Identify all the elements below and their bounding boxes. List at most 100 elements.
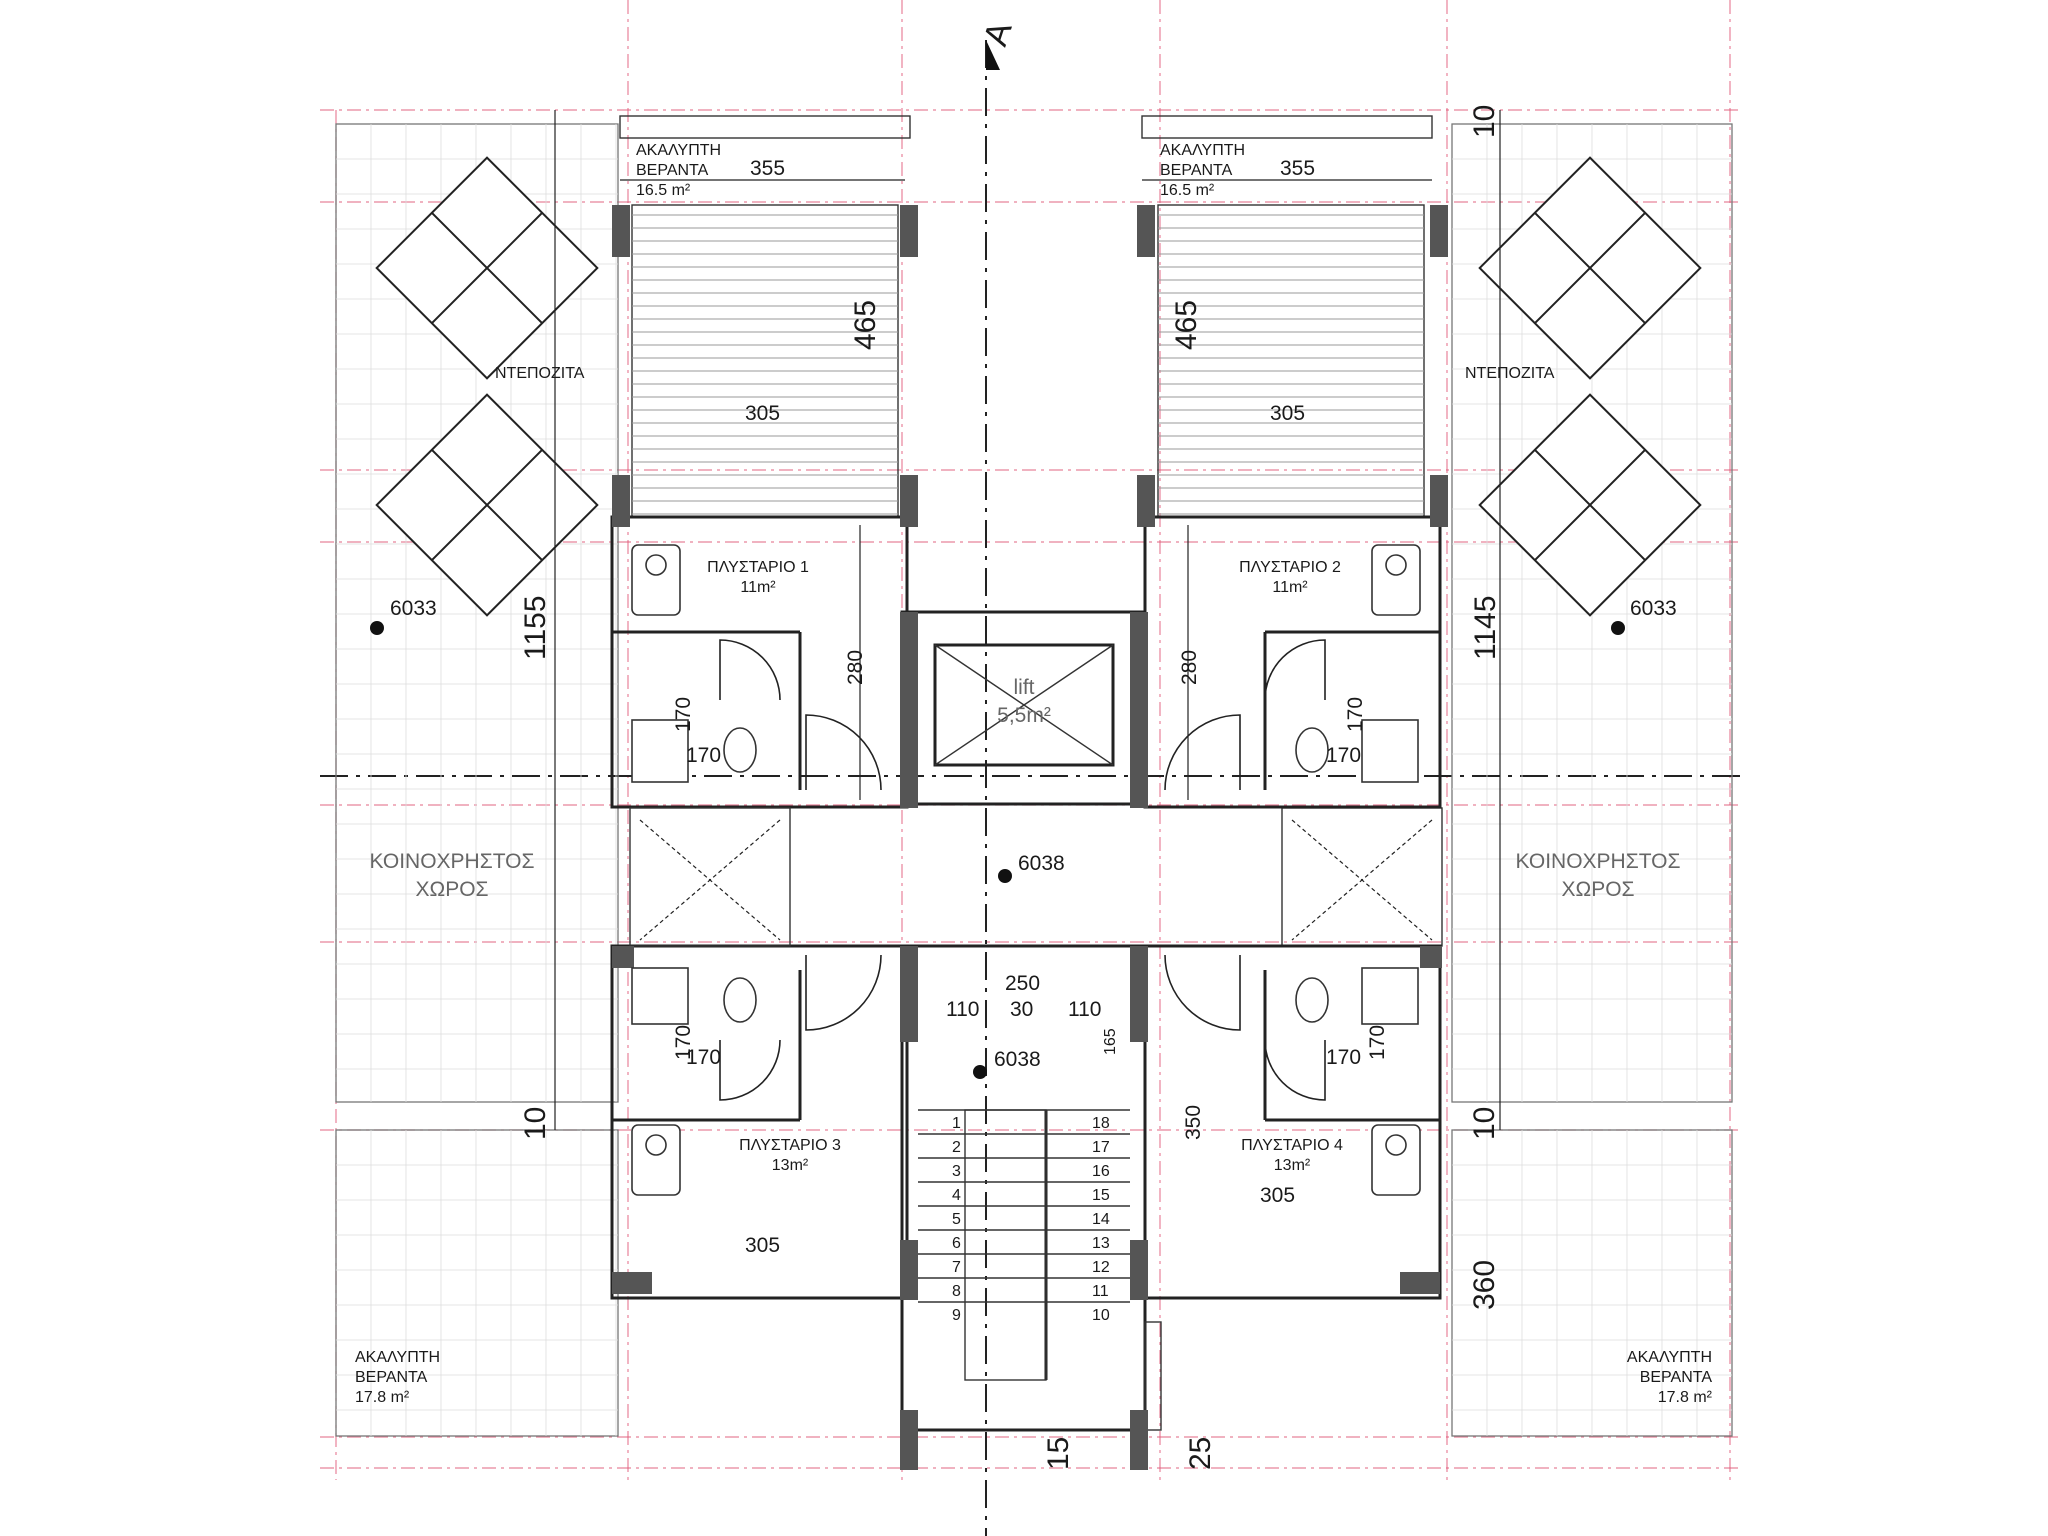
dim-pergola-left: 305 — [745, 402, 780, 425]
studio4-name: ΠΛΥΣΤΑΡΙΟ 4 — [1241, 1137, 1343, 1154]
dimension-texts: 355 355 465 465 305 305 1155 1145 280 28… — [519, 105, 1502, 1470]
dim-top-edge-right: 10 — [1468, 105, 1501, 138]
dim-stair-depth: 165 — [1102, 1028, 1119, 1055]
dim-pergola-right: 305 — [1270, 402, 1305, 425]
veranda-bottom-left-line2: ΒΕΡΑΝΤΑ — [355, 1369, 428, 1386]
studio1-name: ΠΛΥΣΤΑΡΙΟ 1 — [707, 559, 809, 576]
lounger-group-left — [375, 156, 599, 617]
stair-step-number: 13 — [1092, 1235, 1110, 1252]
doors — [639, 639, 1433, 1101]
level-icon-center-lower — [973, 1065, 987, 1079]
dim-studio4-width: 305 — [1260, 1184, 1295, 1207]
veranda-top-right-line1: ΑΚΑΛΥΠΤΗ — [1160, 142, 1245, 159]
studio3-name: ΠΛΥΣΤΑΡΙΟ 3 — [739, 1137, 841, 1154]
level-center-upper: 6038 — [1018, 852, 1065, 875]
level-left: 6033 — [390, 597, 437, 620]
veranda-top-left-line1: ΑΚΑΛΥΠΤΗ — [636, 142, 721, 159]
dim-left-mid: 10 — [519, 1107, 552, 1140]
veranda-top-right-area: 16.5 m² — [1160, 182, 1215, 199]
dim-bath2-w: 170 — [1326, 744, 1361, 767]
lounger-group-right — [1478, 156, 1702, 617]
level-icon-left — [370, 621, 384, 635]
lift-name: lift — [1014, 676, 1035, 699]
studio4-area: 13m² — [1274, 1157, 1311, 1174]
common-left-line1: ΚΟΙΝΟΧΡΗΣΤΟΣ — [370, 850, 535, 873]
dim-corridor-left: 280 — [844, 650, 867, 685]
studio2-area: 11m² — [1272, 579, 1308, 596]
pergola-hatch-right — [1158, 214, 1424, 515]
level-center-lower: 6038 — [994, 1048, 1041, 1071]
dim-bath4-h: 170 — [1366, 1025, 1389, 1060]
terrace-tiles — [336, 124, 1732, 1436]
veranda-bottom-right-line2: ΒΕΡΑΝΤΑ — [1640, 1369, 1713, 1386]
veranda-top-left-line2: ΒΕΡΑΝΤΑ — [636, 162, 709, 179]
level-icon-center-upper — [998, 869, 1012, 883]
dimension-lines — [554, 110, 1501, 1130]
common-left-line2: ΧΩΡΟΣ — [415, 878, 488, 901]
pool-label-right: ΝΤΕΠΟΖΙΤΑ — [1465, 365, 1555, 382]
stair-step-number: 5 — [952, 1211, 961, 1228]
veranda-bottom-left-line1: ΑΚΑΛΥΠΤΗ — [355, 1349, 440, 1366]
stair-step-number: 16 — [1092, 1163, 1110, 1180]
dim-bath3-w: 170 — [686, 1046, 721, 1069]
dim-stair-run-left: 110 — [946, 998, 979, 1021]
dim-stair-run-right: 110 — [1068, 998, 1101, 1021]
fixtures — [631, 544, 1421, 1196]
stair-step-number: 2 — [952, 1139, 961, 1156]
stair-step-number: 8 — [952, 1283, 961, 1300]
level-right: 6033 — [1630, 597, 1677, 620]
dim-total-right: 1145 — [1469, 595, 1502, 660]
columns — [612, 205, 1448, 1470]
dim-studio3-width: 305 — [745, 1234, 780, 1257]
dim-bottom-15: 15 — [1042, 1437, 1075, 1470]
pergola-hatch-left — [632, 214, 898, 515]
dim-veranda-width-left: 355 — [750, 157, 785, 180]
stair-step-number: 17 — [1092, 1139, 1110, 1156]
pool-label-left: ΝΤΕΠΟΖΙΤΑ — [495, 365, 585, 382]
dim-stair-gap: 30 — [1010, 998, 1033, 1021]
stair-step-number: 15 — [1092, 1187, 1110, 1204]
dim-bottom-25: 25 — [1184, 1437, 1217, 1470]
common-right-line2: ΧΩΡΟΣ — [1561, 878, 1634, 901]
dim-bath1-h: 170 — [672, 697, 695, 732]
building-walls — [610, 515, 1443, 1432]
veranda-top-right-line2: ΒΕΡΑΝΤΑ — [1160, 162, 1233, 179]
dim-veranda-depth-left: 465 — [849, 300, 882, 350]
stair-step-number: 11 — [1092, 1283, 1109, 1300]
dim-studio4-depth: 350 — [1182, 1105, 1205, 1140]
stair-step-number: 12 — [1092, 1259, 1110, 1276]
level-icon-right — [1611, 621, 1625, 635]
veranda-bottom-left-area: 17.8 m² — [355, 1389, 410, 1406]
lift-area: 5,5m² — [997, 704, 1051, 727]
stair-step-number: 6 — [952, 1235, 961, 1252]
dim-bath1-w: 170 — [686, 744, 721, 767]
stair-step-number: 18 — [1092, 1115, 1110, 1132]
dim-bath4-w: 170 — [1326, 1046, 1361, 1069]
stair-step-number: 14 — [1092, 1211, 1110, 1228]
studio3-area: 13m² — [772, 1157, 809, 1174]
dim-stair-total: 250 — [1005, 972, 1040, 995]
dim-right-bottom: 360 — [1468, 1260, 1501, 1310]
dim-veranda-width-right: 355 — [1280, 157, 1315, 180]
common-right-line1: ΚΟΙΝΟΧΡΗΣΤΟΣ — [1516, 850, 1681, 873]
dim-bath2-h: 170 — [1344, 697, 1367, 732]
dim-veranda-depth-right: 465 — [1170, 300, 1203, 350]
dim-right-mid: 10 — [1468, 1107, 1501, 1140]
room-labels: ΑΚΑΛΥΠΤΗ ΒΕΡΑΝΤΑ 16.5 m² ΑΚΑΛΥΠΤΗ ΒΕΡΑΝΤ… — [355, 142, 1713, 1406]
stair-step-number: 7 — [952, 1259, 961, 1276]
stair-step-number: 10 — [1092, 1307, 1110, 1324]
section-marker: A — [976, 17, 1019, 51]
veranda-top-left-area: 16.5 m² — [636, 182, 691, 199]
dim-corridor-right: 280 — [1178, 650, 1201, 685]
veranda-bottom-right-line1: ΑΚΑΛΥΠΤΗ — [1627, 1349, 1712, 1366]
pergola-right — [1141, 115, 1433, 518]
stair-step-number: 4 — [952, 1187, 961, 1204]
stair-step-number: 3 — [952, 1163, 961, 1180]
level-markers: 6033 6033 6038 6038 — [370, 597, 1677, 1079]
studio2-name: ΠΛΥΣΤΑΡΙΟ 2 — [1239, 559, 1341, 576]
dim-total-left: 1155 — [519, 595, 552, 660]
veranda-bottom-right-area: 17.8 m² — [1658, 1389, 1713, 1406]
studio1-area: 11m² — [740, 579, 776, 596]
